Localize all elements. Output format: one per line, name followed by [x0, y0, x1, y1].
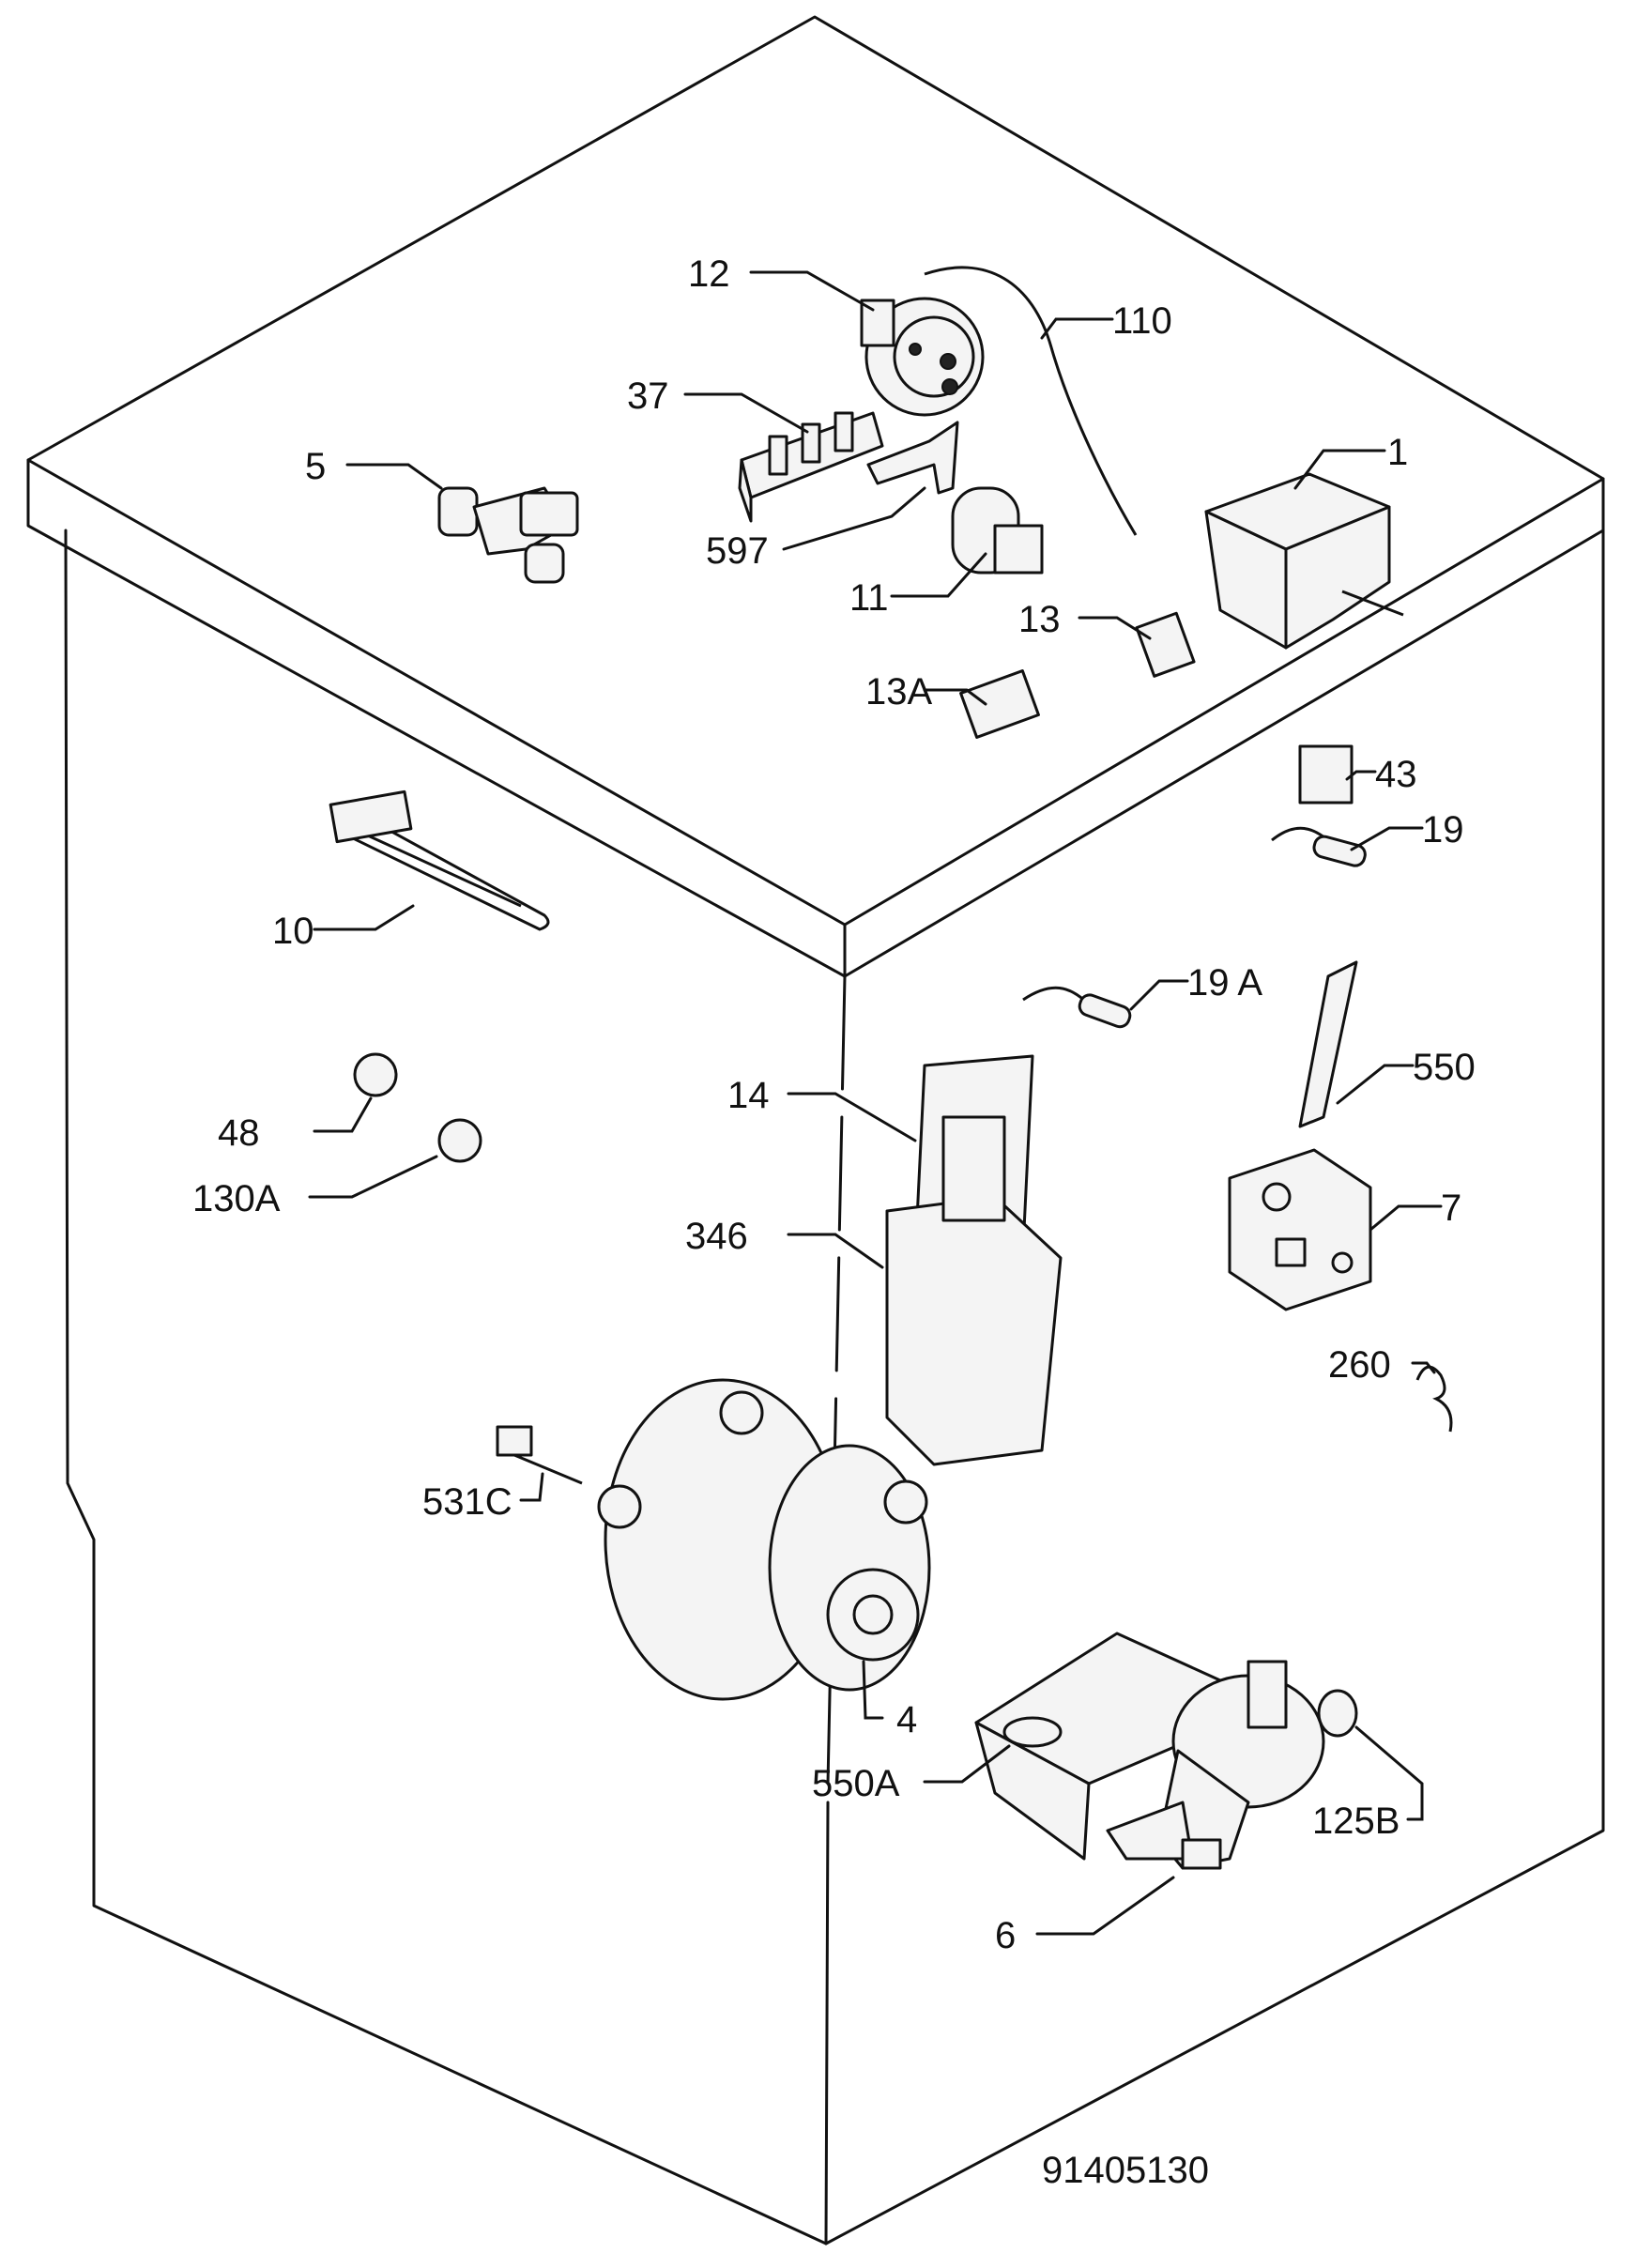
label-597: 597 — [706, 530, 769, 572]
label-125b: 125B — [1312, 1801, 1400, 1842]
label-531c: 531C — [422, 1481, 512, 1523]
programmer-timer-icon — [1204, 472, 1404, 650]
label-37: 37 — [627, 376, 669, 417]
label-130a: 130A — [192, 1178, 281, 1219]
label-550a: 550A — [812, 1763, 900, 1804]
label-346: 346 — [685, 1216, 748, 1257]
heating-element-icon — [329, 789, 550, 931]
leader-lines — [308, 270, 1443, 1936]
capacitor-icon — [951, 486, 1044, 575]
label-1: 1 — [1387, 432, 1408, 473]
label-14: 14 — [727, 1075, 770, 1116]
drain-pump-icon — [1106, 1660, 1325, 1870]
terminal-block-icon — [738, 411, 884, 523]
motor-icon — [597, 1378, 931, 1701]
label-19a: 19 A — [1187, 962, 1262, 1004]
label-260: 260 — [1328, 1344, 1391, 1386]
hose-icon — [924, 266, 1138, 536]
label-43: 43 — [1375, 754, 1417, 795]
ntc-sensor-19a-icon — [1022, 986, 1132, 1029]
label-5: 5 — [305, 446, 326, 487]
part-labels: 12 110 37 5 1 597 11 13 13A 43 19 10 19 … — [192, 253, 1476, 1956]
ntc-sensor-icon — [1271, 826, 1367, 867]
spring-icon — [1415, 1365, 1453, 1433]
label-7: 7 — [1441, 1188, 1461, 1229]
label-12: 12 — [688, 253, 730, 295]
connector-icon — [1135, 611, 1196, 678]
bracket-icon — [866, 421, 959, 495]
switch-icon — [353, 1052, 398, 1097]
document-number: 91405130 — [1042, 2150, 1209, 2191]
o-ring-icon — [1317, 1689, 1358, 1738]
bolt-icon — [496, 1425, 583, 1485]
water-valve-icon — [437, 486, 579, 584]
knob-icon — [437, 1118, 482, 1163]
label-11: 11 — [849, 577, 889, 619]
label-10: 10 — [272, 911, 314, 952]
label-550: 550 — [1413, 1047, 1476, 1088]
label-19: 19 — [1422, 809, 1464, 851]
label-48: 48 — [218, 1112, 260, 1154]
label-13a: 13A — [865, 671, 932, 713]
detergent-dispenser-icon — [885, 1054, 1063, 1466]
cabinet-outline — [26, 15, 1605, 2245]
label-4: 4 — [896, 1699, 917, 1740]
label-6: 6 — [995, 1915, 1016, 1956]
connector-13a-icon — [959, 669, 1040, 739]
door-lock-icon — [1228, 960, 1372, 1311]
label-13: 13 — [1018, 599, 1061, 640]
lid-cover-icon — [974, 1632, 1222, 1861]
pressure-switch-icon — [860, 297, 985, 417]
label-110: 110 — [1112, 300, 1172, 342]
suppressor-icon — [1298, 744, 1354, 805]
